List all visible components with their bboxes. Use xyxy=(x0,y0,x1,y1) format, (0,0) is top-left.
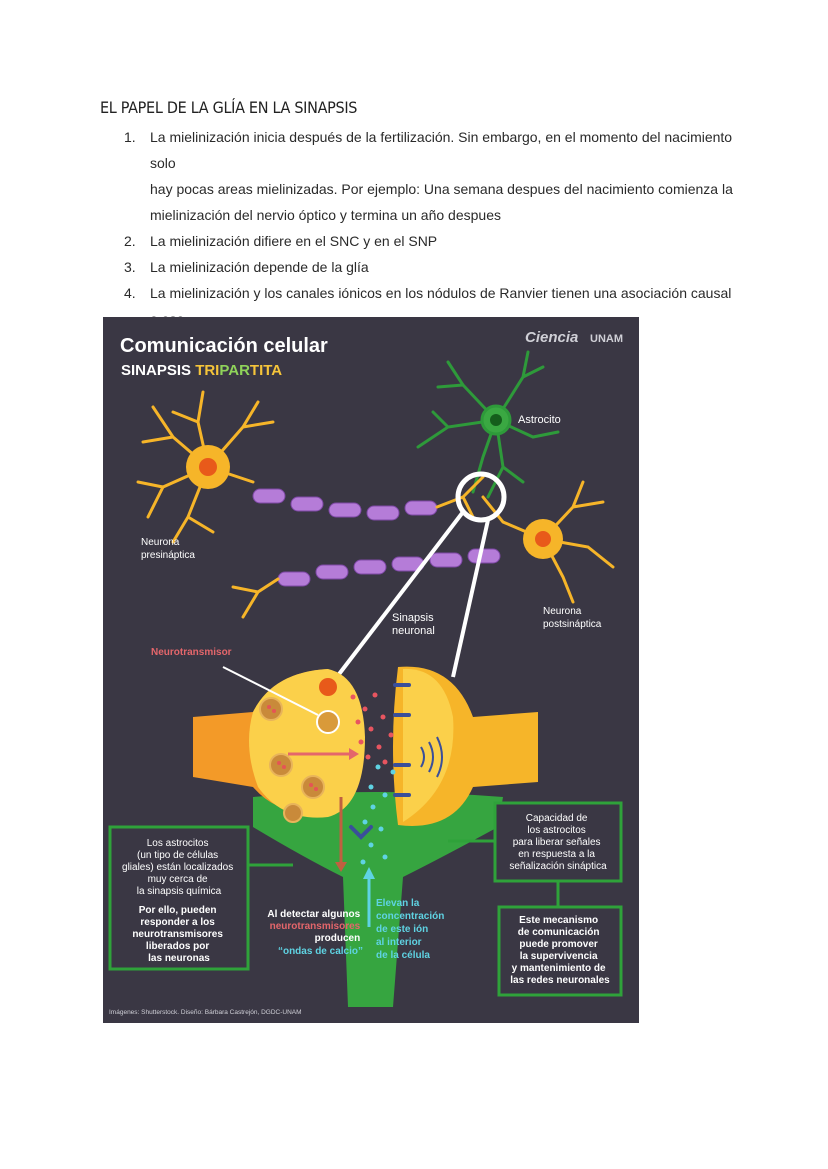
figure-title: Comunicación celular xyxy=(120,335,328,357)
list-item: 1. La mielinización inicia después de la… xyxy=(118,124,738,228)
ciencia-unam-logo: Ciencia UNAM xyxy=(525,329,623,346)
item-line: hay pocas areas mielinizadas. Por ejempl… xyxy=(150,181,733,197)
svg-text:Ciencia: Ciencia xyxy=(525,329,578,346)
svg-text:UNAM: UNAM xyxy=(590,333,623,345)
figure-subtitle: SINAPSIS TRIPARTITA xyxy=(121,362,282,379)
subtitle-part: SINAPSIS xyxy=(121,362,195,379)
presynaptic-neuron xyxy=(136,390,485,544)
elevate-concentration-text: Elevan la concentración de este ión al i… xyxy=(376,898,447,961)
svg-text:Este mecanismo de comuni: Este mecanismo de comunicación puede pro… xyxy=(510,915,610,986)
item-number: 3. xyxy=(124,259,136,275)
item-number: 4. xyxy=(124,285,136,301)
svg-text:Capacidad de los astroci: Capacidad de los astrocitos para liberar… xyxy=(509,813,607,872)
svg-text:Por ello, pueden respond: Por ello, pueden responder a los neurotr… xyxy=(132,905,225,964)
item-line: La mielinización difiere en el SNC y en … xyxy=(150,233,438,249)
list-item: 3. La mielinización depende de la glía xyxy=(118,254,738,280)
calcium-wave-text: Al detectar algunos neurotransmisores pr… xyxy=(267,909,363,957)
info-box-capacidad: Capacidad de los astrocitos para liberar… xyxy=(448,801,623,883)
svg-text:Los astrocitos (un tipo: Los astrocitos (un tipo de células glial… xyxy=(122,838,236,897)
postsynaptic-neuron xyxy=(231,480,615,619)
astrocyte-illustration xyxy=(416,350,560,499)
neurotransmisor-pointer xyxy=(222,666,319,716)
image-credit: Imágenes: Shutterstock. Diseño: Bárbara … xyxy=(109,1009,302,1016)
zoom-callout xyxy=(331,471,507,684)
item-number: 1. xyxy=(124,129,136,145)
neurotransmisor-label: Neurotransmisor xyxy=(151,647,232,658)
info-box-mecanismo: Este mecanismo de comunicación puede pro… xyxy=(497,881,623,997)
subtitle-part: PAR xyxy=(219,362,250,379)
item-line: mielinización del nervio óptico y termin… xyxy=(150,207,501,223)
document-title: EL PAPEL DE LA GLÍA EN LA SINAPSIS xyxy=(100,98,358,117)
astrocito-label: Astrocito xyxy=(518,414,561,426)
item-line: La mielinización depende de la glía xyxy=(150,259,369,275)
subtitle-part: TITA xyxy=(250,362,282,379)
item-number: 2. xyxy=(124,233,136,249)
list-item: 2. La mielinización difiere en el SNC y … xyxy=(118,228,738,254)
point-list: 1. La mielinización inicia después de la… xyxy=(118,124,738,358)
synapse-infographic: Comunicación celular SINAPSIS TRIPARTITA… xyxy=(103,317,639,1023)
info-box-astrocitos: Los astrocitos (un tipo de células glial… xyxy=(108,825,293,971)
subtitle-part: TRI xyxy=(195,362,219,379)
synapse-detail xyxy=(193,666,538,1007)
item-line: La mielinización inicia después de la fe… xyxy=(150,129,733,171)
